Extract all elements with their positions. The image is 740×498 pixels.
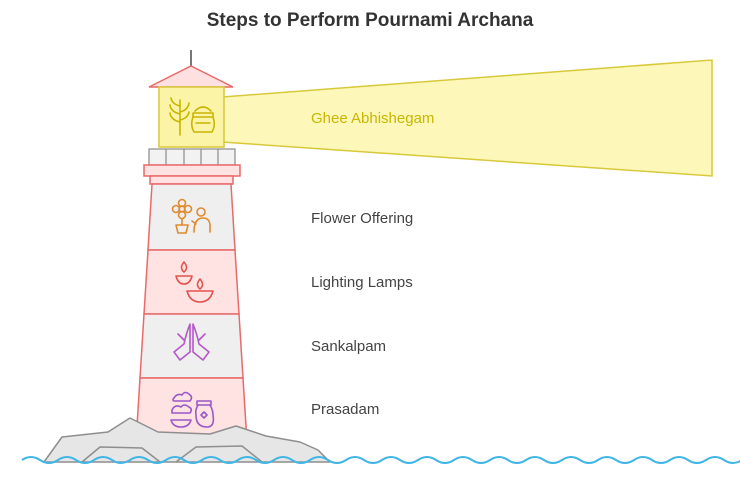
oil-lamp-icon — [175, 261, 214, 303]
tower-collar — [149, 175, 234, 185]
lantern-room — [158, 86, 225, 148]
tower-band-3 — [139, 313, 244, 379]
step-label-ghee-abhishegam: Ghee Abhishegam — [311, 110, 435, 127]
ghee-pot-icon — [169, 97, 216, 136]
light-beam — [221, 59, 713, 177]
tower-band-1 — [147, 183, 236, 251]
prasadam-icon — [170, 391, 215, 428]
step-label-sankalpam: Sankalpam — [311, 338, 387, 355]
water-waves — [21, 456, 740, 464]
praying-hands-icon — [173, 323, 210, 361]
step-label-lighting-lamps: Lighting Lamps — [311, 274, 413, 291]
tower-band-2 — [143, 249, 240, 315]
gallery-deck — [143, 164, 241, 177]
lighthouse-roof — [148, 65, 234, 88]
diagram-title: Steps to Perform Pournami Archana — [206, 10, 534, 31]
step-label-prasadam: Prasadam — [311, 401, 380, 418]
step-label-flower-offering: Flower Offering — [311, 210, 414, 227]
balcony-railing — [148, 148, 236, 166]
rocks — [43, 417, 331, 463]
flower-offering-icon — [171, 198, 211, 234]
